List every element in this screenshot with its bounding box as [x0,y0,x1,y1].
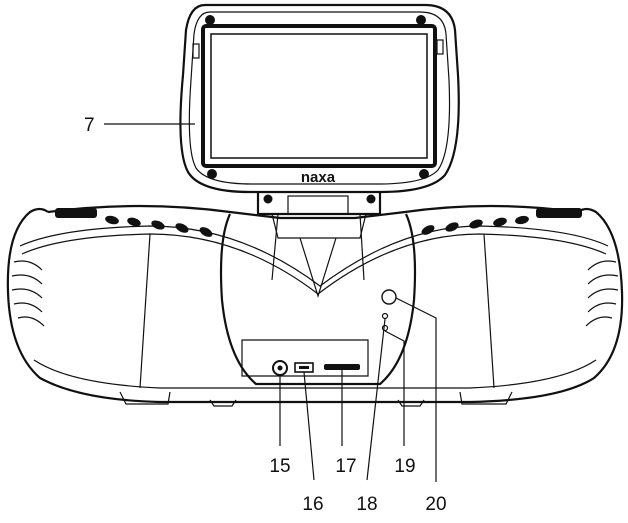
screen-stand [256,192,382,239]
callout-15: 15 [269,456,290,477]
screen-housing [179,3,460,194]
left-side-grille [11,260,45,327]
brand-logo: naxa [301,169,336,186]
card-slot [324,364,360,370]
callout-18: 18 [356,494,377,515]
center-panel [219,213,417,386]
callout-19: 19 [394,456,415,477]
callout-17: 17 [335,456,356,477]
screen-screws [205,15,429,179]
screen-display [201,24,437,168]
callout-20: 20 [425,494,446,515]
callout-16: 16 [302,494,323,515]
usb-port [294,362,314,373]
headphone-jack [272,360,288,376]
ir-sensor [381,289,397,305]
leader-lines [104,123,437,482]
right-side-grille [585,260,619,327]
left-knob [55,208,97,218]
right-button-row [421,215,529,235]
callout-7: 7 [84,115,95,136]
right-knob [536,208,582,218]
left-button-row [105,215,213,237]
speaker-panel-dividers [139,233,495,389]
